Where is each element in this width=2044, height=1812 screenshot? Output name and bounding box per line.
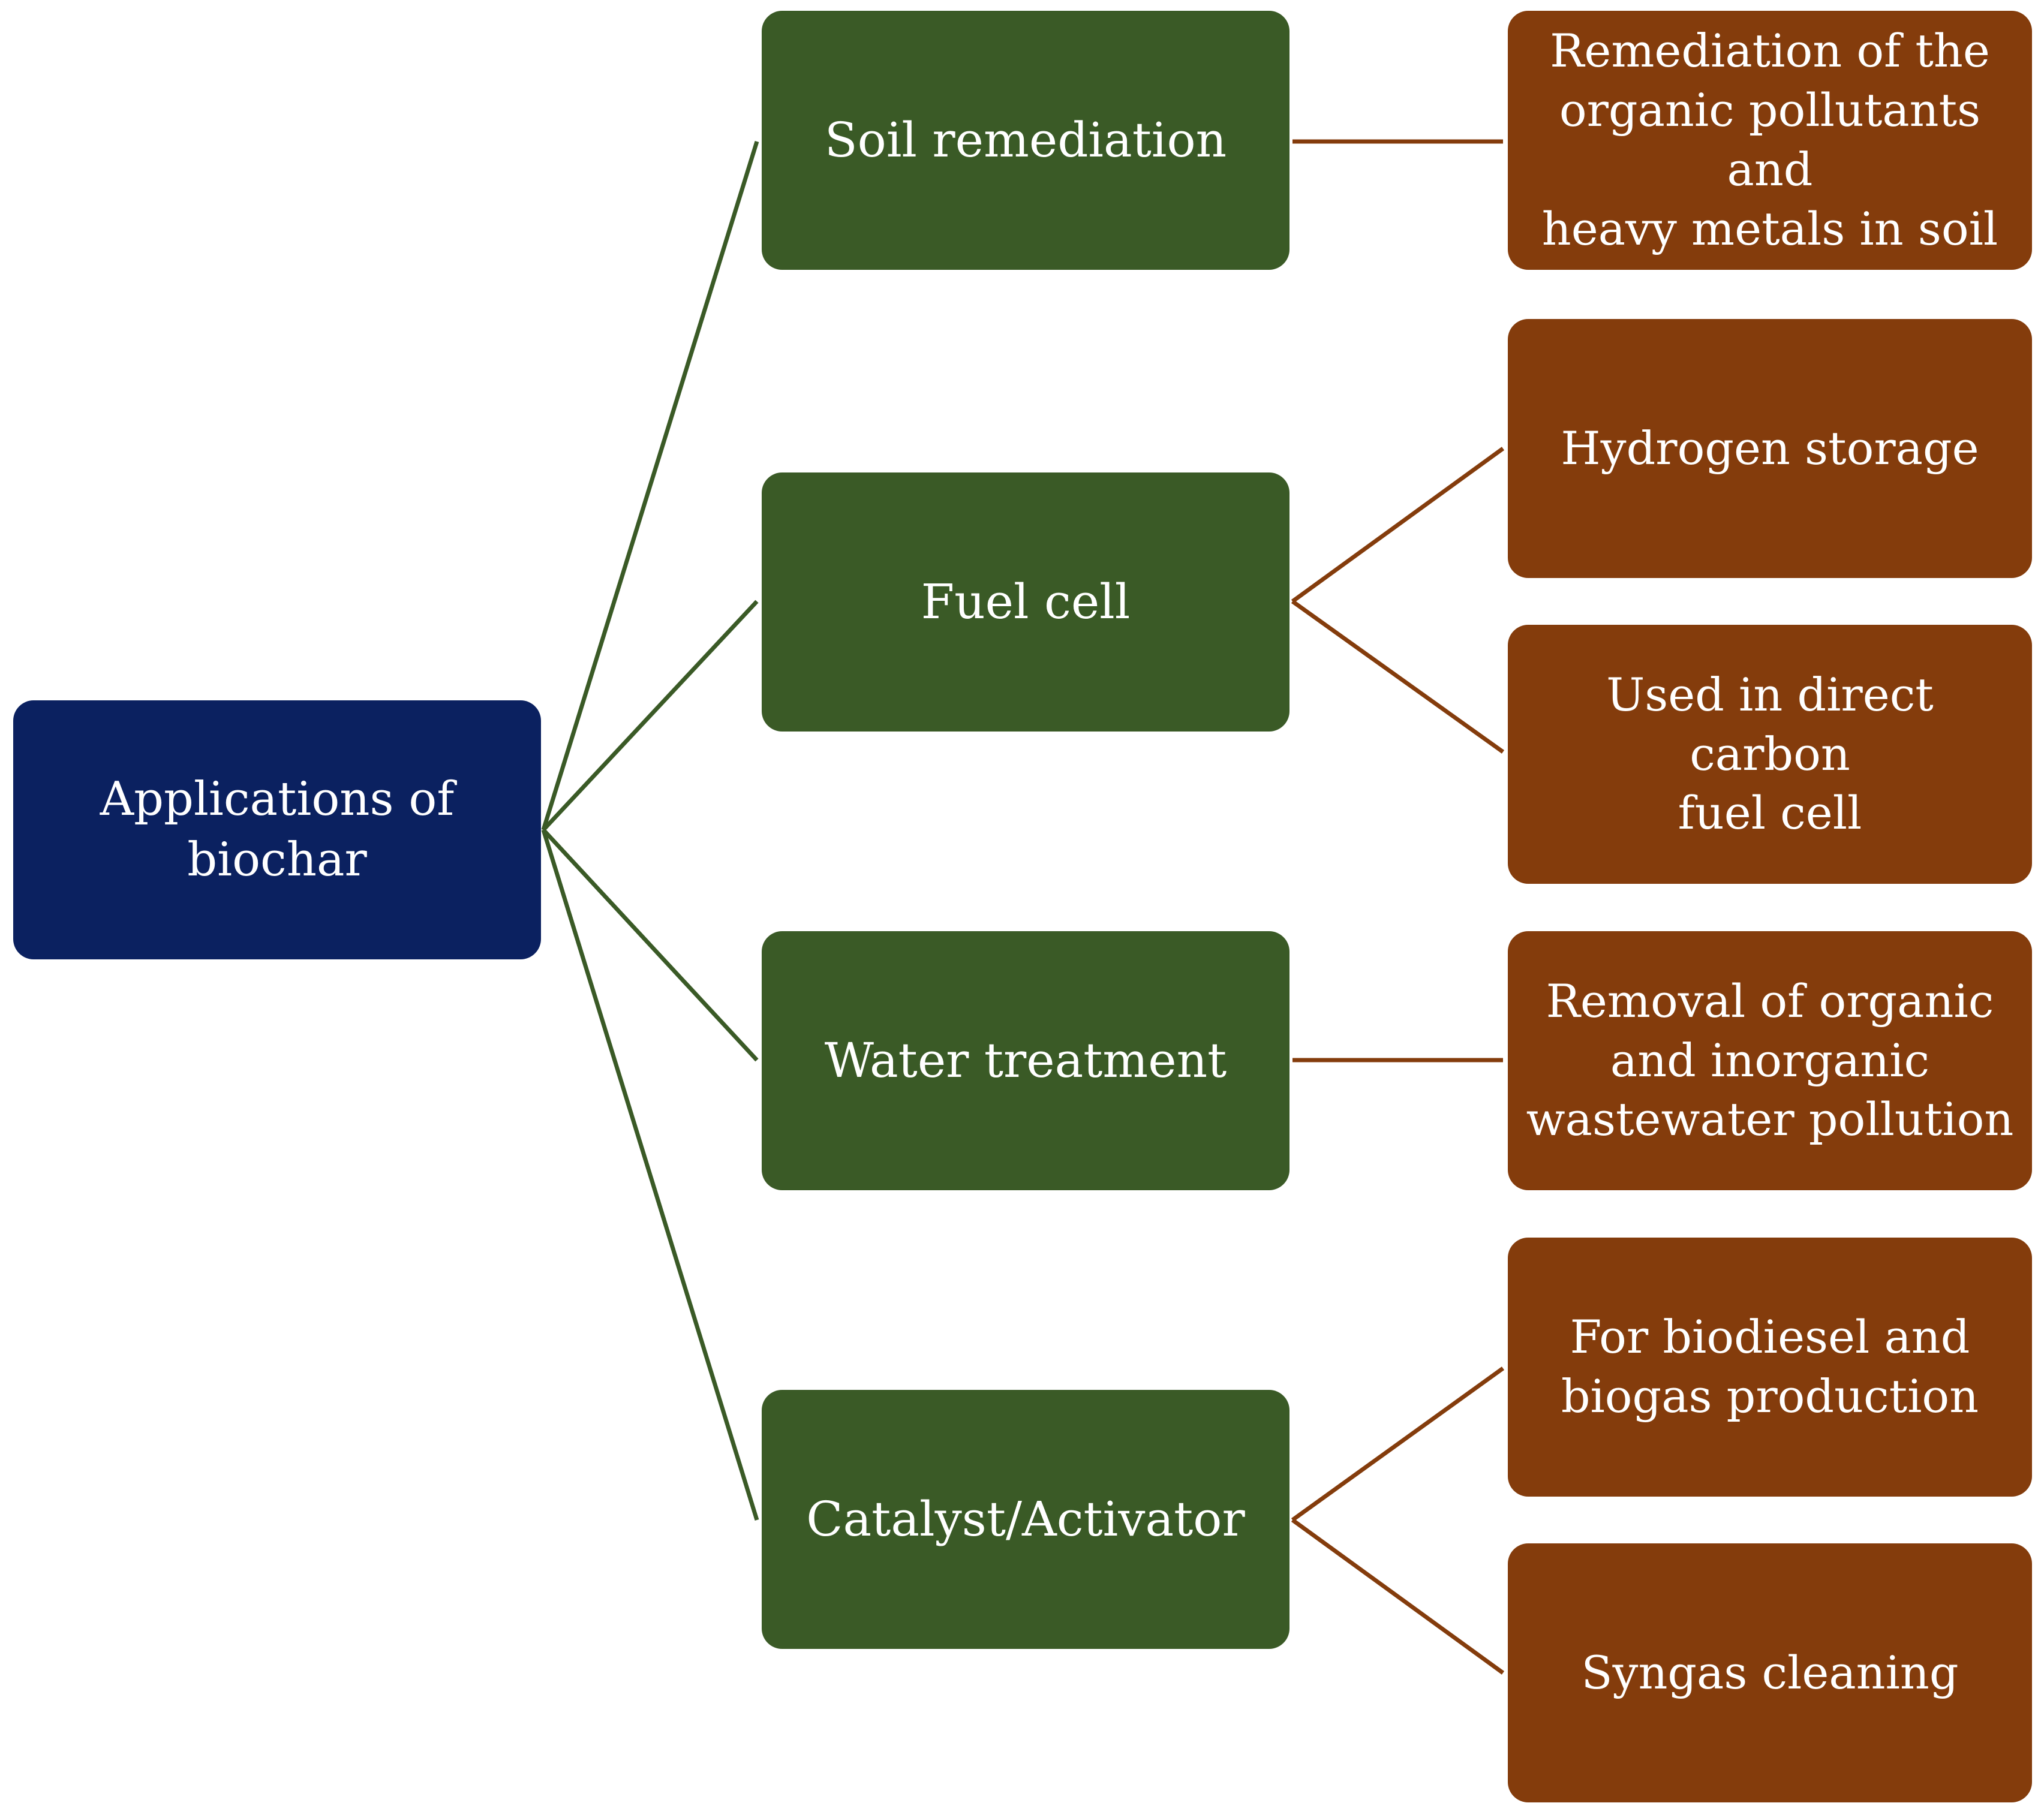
leaf-soil-remediation: Remediation of the organic pollutants an… (1508, 11, 2032, 270)
connector-fuel-cell-hydrogen (1291, 447, 1505, 603)
connector-catalyst-biodiesel (1291, 1366, 1505, 1522)
leaf-wastewater-pollution: Removal of organic and inorganic wastewa… (1508, 931, 2032, 1190)
connector-fuel-cell-direct-carbon (1291, 600, 1505, 754)
leaf-hydrogen-storage: Hydrogen storage (1508, 319, 2032, 578)
leaf-direct-carbon-fuel-cell: Used in direct carbon fuel cell (1508, 625, 2032, 884)
leaf-label: For biodiesel and biogas production (1561, 1310, 1979, 1423)
category-label: Water treatment (824, 1033, 1227, 1088)
leaf-label: Used in direct carbon fuel cell (1606, 667, 1934, 840)
leaf-label: Remediation of the organic pollutants an… (1541, 24, 1998, 255)
root-node: Applications of biochar (13, 700, 541, 959)
category-fuel-cell: Fuel cell (762, 472, 1289, 732)
connector-root-catalyst (541, 829, 759, 1521)
category-label: Fuel cell (921, 574, 1131, 630)
leaf-label: Syngas cleaning (1581, 1645, 1959, 1699)
leaf-syngas-cleaning: Syngas cleaning (1508, 1543, 2032, 1802)
leaf-biodiesel-biogas: For biodiesel and biogas production (1508, 1238, 2032, 1497)
connector-root-fuel-cell (542, 600, 759, 832)
category-water-treatment: Water treatment (762, 931, 1289, 1190)
category-label: Catalyst/Activator (806, 1491, 1245, 1547)
category-soil-remediation: Soil remediation (762, 11, 1289, 270)
connector-catalyst-syngas (1291, 1518, 1505, 1675)
connector-root-water-treatment (542, 828, 759, 1062)
connector-root-soil-remediation (541, 140, 759, 831)
leaf-label: Removal of organic and inorganic wastewa… (1526, 974, 2014, 1146)
category-catalyst-activator: Catalyst/Activator (762, 1390, 1289, 1649)
leaf-label: Hydrogen storage (1561, 421, 1979, 475)
category-label: Soil remediation (824, 112, 1227, 168)
root-label: Applications of biochar (100, 772, 455, 887)
